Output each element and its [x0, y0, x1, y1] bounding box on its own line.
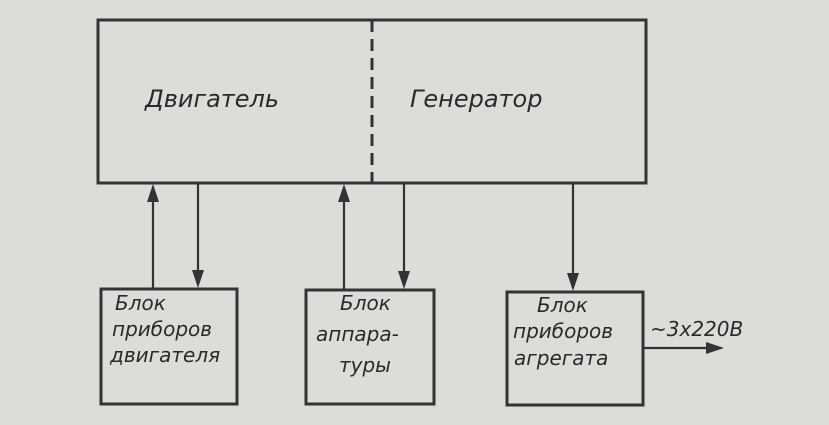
arrow-generator-to-apparatus: [398, 183, 410, 289]
apparatus-block: Блок аппара- туры: [304, 288, 436, 406]
generator-label: Генератор: [410, 85, 542, 113]
arrow-head-down: [192, 270, 204, 288]
apparatus-line-1: Блок: [340, 291, 391, 315]
apparatus-line-3: туры: [339, 353, 391, 377]
arrow-head-up: [338, 184, 350, 202]
unit-instruments-line-3: агрегата: [514, 346, 608, 370]
arrow-generator-to-unit-instruments: [567, 183, 579, 291]
engine-instruments-line-2: приборов: [112, 317, 212, 341]
engine-label: Двигатель: [144, 85, 279, 113]
apparatus-frame: [304, 288, 436, 406]
engine-instruments-line-3: двигателя: [109, 343, 220, 367]
arrow-engine-to-engine-instruments: [192, 183, 204, 288]
unit-instruments-line-2: приборов: [513, 319, 613, 343]
output-voltage-label: ~3х220В: [650, 317, 743, 341]
engine-instruments-frame: [99, 287, 239, 406]
arrow-head-up: [147, 184, 159, 202]
output-arrow: [643, 342, 724, 354]
arrow-apparatus-to-engine: [338, 184, 350, 290]
engine-instruments-block: Блок приборов двигателя: [99, 287, 239, 406]
arrow-head-right: [706, 342, 724, 354]
main-block: Двигатель Генератор: [96, 18, 648, 185]
arrow-head-down: [398, 271, 410, 289]
apparatus-line-2: аппара-: [316, 322, 399, 346]
arrow-engine-instruments-to-engine: [147, 184, 159, 289]
engine-instruments-line-1: Блок: [115, 291, 166, 315]
arrow-head-down: [567, 273, 579, 291]
unit-instruments-line-1: Блок: [537, 293, 588, 317]
